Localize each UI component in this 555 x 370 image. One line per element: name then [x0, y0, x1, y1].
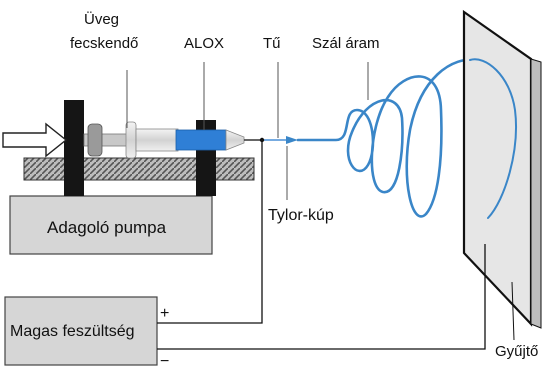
glass-syringe: [83, 121, 262, 159]
pump-label: Adagoló pumpa: [47, 218, 167, 237]
collector-pointer: [511, 281, 515, 341]
syringe-tip: [225, 129, 245, 151]
high-voltage-label: Magas feszültség: [10, 323, 135, 340]
pump-base: [9, 195, 213, 255]
alox-label: ALOX: [184, 35, 224, 52]
syringe-pump: [2, 100, 255, 255]
alox-solution: [175, 129, 227, 151]
collector-plate-back: [530, 58, 542, 329]
plus-sign: +: [160, 305, 169, 322]
needle-label: Tű: [263, 35, 281, 52]
labels: Üveg fecskendő ALOX Tű Szál áram Adagoló…: [10, 10, 538, 370]
taylor-cone-label: Tylor-kúp: [268, 207, 334, 224]
taylor-cone: [286, 136, 298, 144]
lead-screw: [23, 157, 255, 181]
power-supply: [4, 140, 515, 366]
high-voltage-box: [4, 296, 158, 366]
syringe-label-line1: Üveg: [84, 10, 119, 28]
push-arrow: [2, 122, 68, 158]
minus-sign: −: [160, 353, 169, 370]
plunger-head: [87, 123, 103, 157]
syringe-label-line2: fecskendő: [70, 35, 138, 52]
collector-label: Gyűjtő: [495, 343, 538, 360]
collector: [462, 9, 542, 329]
syringe-barrel: [135, 128, 179, 152]
fiber-jet-label: Szál áram: [312, 35, 380, 52]
negative-wire: [157, 244, 486, 350]
positive-wire: [157, 140, 263, 324]
pump-left-post: [64, 100, 84, 196]
fiber-deposit: [469, 58, 517, 219]
